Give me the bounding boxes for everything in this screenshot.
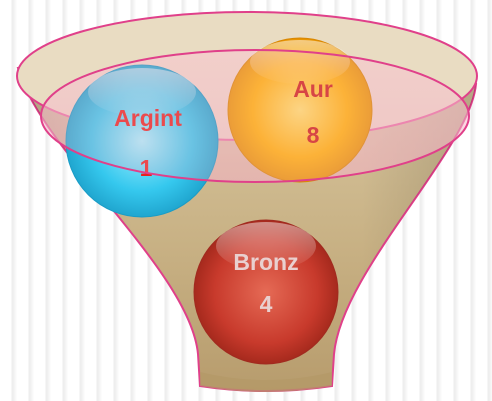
funnel-rim-overlay: [40, 49, 470, 183]
ball-aur-value: 8: [307, 122, 320, 148]
ball-aur-label: Aur: [293, 76, 333, 102]
ball-argint-label: Argint: [114, 105, 182, 131]
ball-bronz: Bronz 4: [193, 219, 339, 365]
funnel-spout: [200, 372, 332, 392]
ball-bronz-value: 4: [260, 291, 273, 317]
ball-bronz-label: Bronz: [233, 249, 298, 275]
